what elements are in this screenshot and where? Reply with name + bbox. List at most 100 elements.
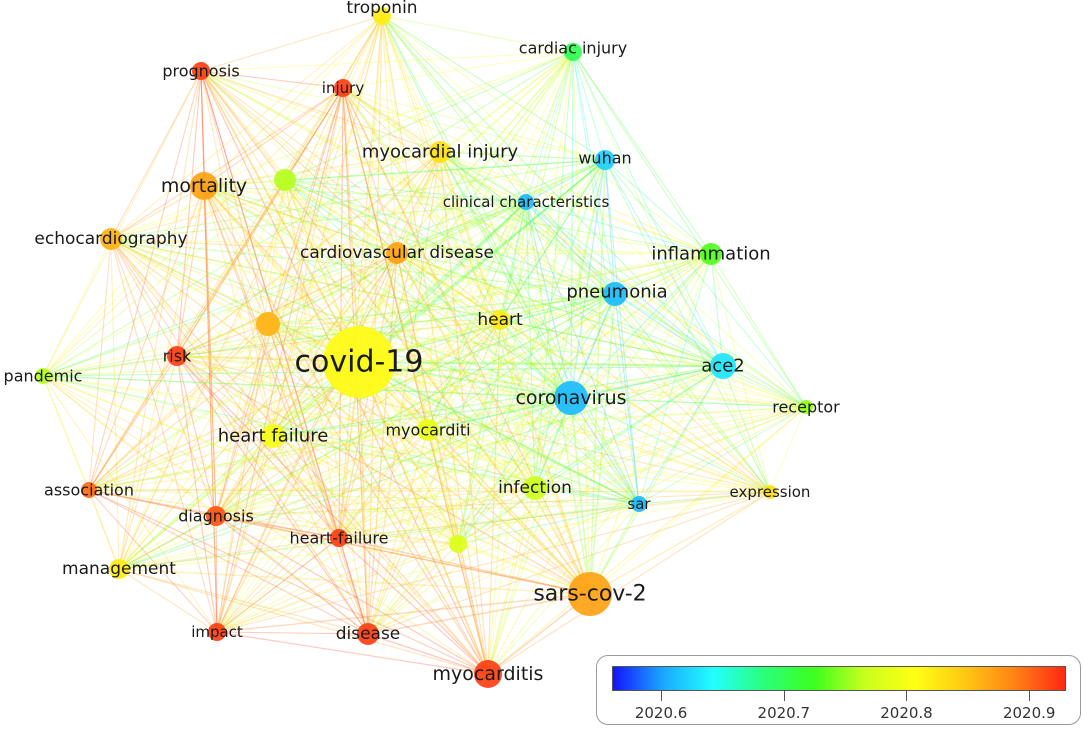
edge-clinical-characteristics-risk [176, 201, 527, 357]
node-diagnosis[interactable] [206, 506, 226, 526]
node-receptor[interactable] [799, 400, 813, 414]
edge-unlabeled-orange-unlabeled-lime [267, 323, 459, 545]
node-myocarditi[interactable] [417, 419, 439, 441]
edge-risk-expression [176, 355, 771, 493]
edge-pneumonia-diagnosis [215, 293, 616, 517]
edge-unlabeled-green-coronavirus [284, 179, 572, 399]
node-risk[interactable] [167, 346, 187, 366]
node-sars-cov-2[interactable] [568, 572, 612, 616]
edge-expression-heart-failure-hyphen [338, 491, 771, 539]
edge-cardiac-injury-covid-19 [358, 51, 574, 363]
node-unlabeled-orange[interactable] [256, 312, 280, 336]
node-heart-failure-hyphen[interactable] [330, 529, 348, 547]
edge-heart-myocarditi [427, 319, 501, 431]
edge-risk-diagnosis [176, 355, 217, 517]
node-myocarditis[interactable] [474, 660, 502, 688]
edge-ace2-infection [534, 365, 724, 489]
node-infection[interactable] [523, 476, 547, 500]
edge-inflammation-pneumonia [614, 253, 712, 295]
edge-myocardial-injury-pneumonia [439, 151, 616, 295]
edge-receptor-sar [638, 406, 807, 505]
edge-pandemic-heart-failure-hyphen [42, 375, 340, 539]
node-myocardial-injury[interactable] [429, 141, 451, 163]
node-heart[interactable] [490, 310, 510, 330]
edge-pandemic-myocarditis [42, 375, 489, 675]
edge-receptor-disease [367, 406, 807, 635]
node-troponin[interactable] [373, 7, 391, 25]
node-association[interactable] [81, 482, 97, 498]
edge-prognosis-cardiovascular-disease [200, 70, 398, 254]
edge-clinical-characteristics-impact [216, 201, 527, 633]
edge-cardiovascular-disease-myocarditi [396, 252, 429, 431]
edge-cardiac-injury-infection [534, 51, 574, 489]
edge-cardiovascular-disease-heart [396, 252, 501, 321]
node-wuhan[interactable] [595, 150, 615, 170]
edge-injury-inflammation [342, 87, 712, 255]
edge-echocardiography-association [88, 238, 112, 491]
edge-unlabeled-lime-myocarditis [457, 543, 489, 675]
edge-pneumonia-coronavirus [570, 293, 616, 399]
node-cardiac-injury[interactable] [564, 43, 582, 61]
edge-cardiac-injury-heart-failure [272, 51, 574, 437]
node-unlabeled-lime[interactable] [449, 535, 467, 553]
edge-inflammation-coronavirus [570, 253, 712, 399]
node-impact[interactable] [208, 623, 226, 641]
edge-covid-19-expression [358, 361, 771, 493]
edge-coronavirus-unlabeled-lime [457, 397, 572, 545]
edge-cardiac-injury-unlabeled-orange [267, 51, 574, 325]
node-unlabeled-green[interactable] [274, 169, 296, 191]
edge-infection-sar [534, 487, 640, 505]
edge-infection-impact [216, 487, 536, 633]
node-ace2[interactable] [710, 353, 736, 379]
edge-injury-pandemic [42, 87, 344, 377]
edge-cardiac-injury-myocarditi [427, 51, 574, 431]
node-clinical-characteristics[interactable] [518, 194, 534, 210]
edge-cardiac-injury-cardiovascular-disease [396, 51, 574, 254]
edge-myocardial-injury-pandemic [42, 151, 441, 377]
edge-pneumonia-sar [614, 293, 640, 505]
node-label-echocardiography: echocardiography [34, 229, 187, 249]
edge-cardiovascular-disease-expression [396, 252, 771, 493]
edge-troponin-unlabeled-orange [267, 15, 383, 325]
edge-association-myocarditis [88, 489, 489, 675]
edge-pandemic-diagnosis [42, 375, 217, 517]
edge-cardiovascular-disease-risk [176, 252, 398, 357]
node-covid-19[interactable] [323, 326, 395, 398]
node-coronavirus[interactable] [554, 381, 588, 415]
edge-myocardial-injury-risk [176, 151, 441, 357]
node-cardiovascular-disease[interactable] [386, 242, 408, 264]
edge-inflammation-disease [367, 253, 712, 635]
node-management[interactable] [109, 559, 129, 579]
edge-pneumonia-heart-failure [272, 293, 616, 437]
edge-clinical-characteristics-myocarditis [487, 201, 527, 675]
node-expression[interactable] [763, 485, 777, 499]
node-disease[interactable] [357, 623, 379, 645]
edge-heart-diagnosis [215, 319, 501, 517]
node-pandemic[interactable] [35, 368, 51, 384]
edge-management-sars-cov-2 [118, 568, 591, 595]
edge-expression-unlabeled-lime [457, 491, 771, 545]
node-echocardiography[interactable] [100, 228, 122, 250]
edge-unlabeled-green-myocarditis [284, 179, 489, 675]
edge-prognosis-injury [200, 70, 344, 89]
edge-pandemic-association [42, 375, 90, 491]
edge-echocardiography-heart-failure [110, 238, 274, 437]
edge-troponin-sar [381, 15, 640, 505]
edge-injury-pneumonia [342, 87, 616, 295]
edge-mortality-clinical-characteristics [203, 185, 527, 203]
node-mortality[interactable] [190, 172, 218, 200]
node-pneumonia[interactable] [603, 282, 627, 306]
node-sar[interactable] [631, 496, 647, 512]
edge-clinical-characteristics-heart-failure-hyphen [338, 201, 527, 539]
node-prognosis[interactable] [192, 62, 210, 80]
edge-cardiovascular-disease-coronavirus [396, 252, 572, 399]
edge-myocardial-injury-myocarditis [439, 151, 489, 675]
edge-covid-19-ace2 [358, 361, 724, 367]
edge-troponin-coronavirus [381, 15, 572, 399]
node-injury[interactable] [334, 79, 352, 97]
node-inflammation[interactable] [700, 243, 722, 265]
edge-ace2-receptor [722, 365, 807, 408]
node-heart-failure[interactable] [261, 424, 285, 448]
edge-echocardiography-unlabeled-lime [110, 238, 459, 545]
edge-clinical-characteristics-infection [525, 201, 536, 489]
